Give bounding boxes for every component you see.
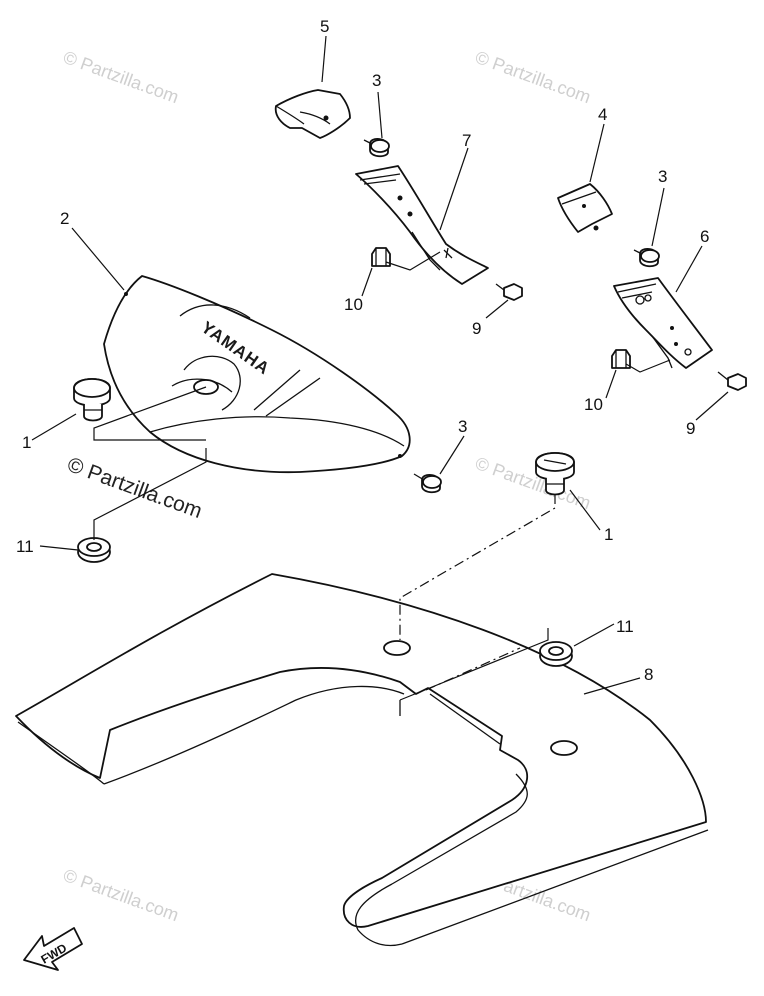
panel-hole-left: [383, 640, 411, 656]
grommet-1-right: [535, 452, 575, 496]
bolt-9-a: [495, 283, 523, 301]
screw-3-c: [413, 473, 442, 494]
callout-9: 9: [686, 419, 695, 438]
callout-6: 6: [700, 227, 709, 246]
watermark: © Partzilla.com: [473, 47, 594, 107]
screw-3-a: [363, 138, 390, 158]
callout-4: 4: [598, 105, 607, 124]
assembly-line: [625, 359, 671, 373]
callout-10: 10: [344, 295, 363, 314]
watermark-prominent: © Partzilla.com: [64, 453, 205, 523]
nut-10-a: [371, 247, 391, 267]
washer-11-left: [77, 537, 111, 563]
callout-5: 5: [320, 17, 329, 36]
callout-10: 10: [584, 395, 603, 414]
nut-10-b: [611, 349, 631, 369]
panel-8: [15, 573, 709, 947]
assembly-line: [399, 494, 556, 640]
cowling-2: YAMAHA: [103, 275, 411, 474]
assembly-line: [93, 386, 207, 441]
watermark: © Partzilla.com: [61, 47, 182, 107]
watermark: © Partzilla.com: [473, 453, 594, 513]
bolt-9-b: [717, 371, 747, 391]
panel-hole-right: [550, 740, 578, 756]
washer-11-right: [539, 641, 573, 667]
callout-11: 11: [16, 537, 34, 556]
callout-leaders: [31, 35, 729, 695]
callout-1: 1: [22, 433, 31, 452]
assembly-line: [93, 448, 207, 540]
assembly-line: [425, 647, 521, 691]
callout-3: 3: [658, 167, 667, 186]
grommet-1-left: [73, 378, 111, 422]
plate-7: [355, 165, 489, 285]
callout-11: 11: [616, 617, 634, 636]
bracket-4: [557, 183, 613, 233]
assembly-line: [385, 251, 441, 271]
screw-3-b: [633, 248, 660, 268]
fwd-direction-badge: FWD: [23, 927, 83, 971]
watermark: © Partzilla.com: [61, 865, 182, 925]
callout-9: 9: [472, 319, 481, 338]
callout-7: 7: [462, 131, 471, 150]
bracket-5: [274, 89, 351, 139]
callout-8: 8: [644, 665, 653, 684]
callout-1: 1: [604, 525, 613, 544]
plate-6: [613, 277, 713, 369]
callout-3: 3: [372, 71, 381, 90]
callout-3: 3: [458, 417, 467, 436]
callout-2: 2: [60, 209, 69, 228]
